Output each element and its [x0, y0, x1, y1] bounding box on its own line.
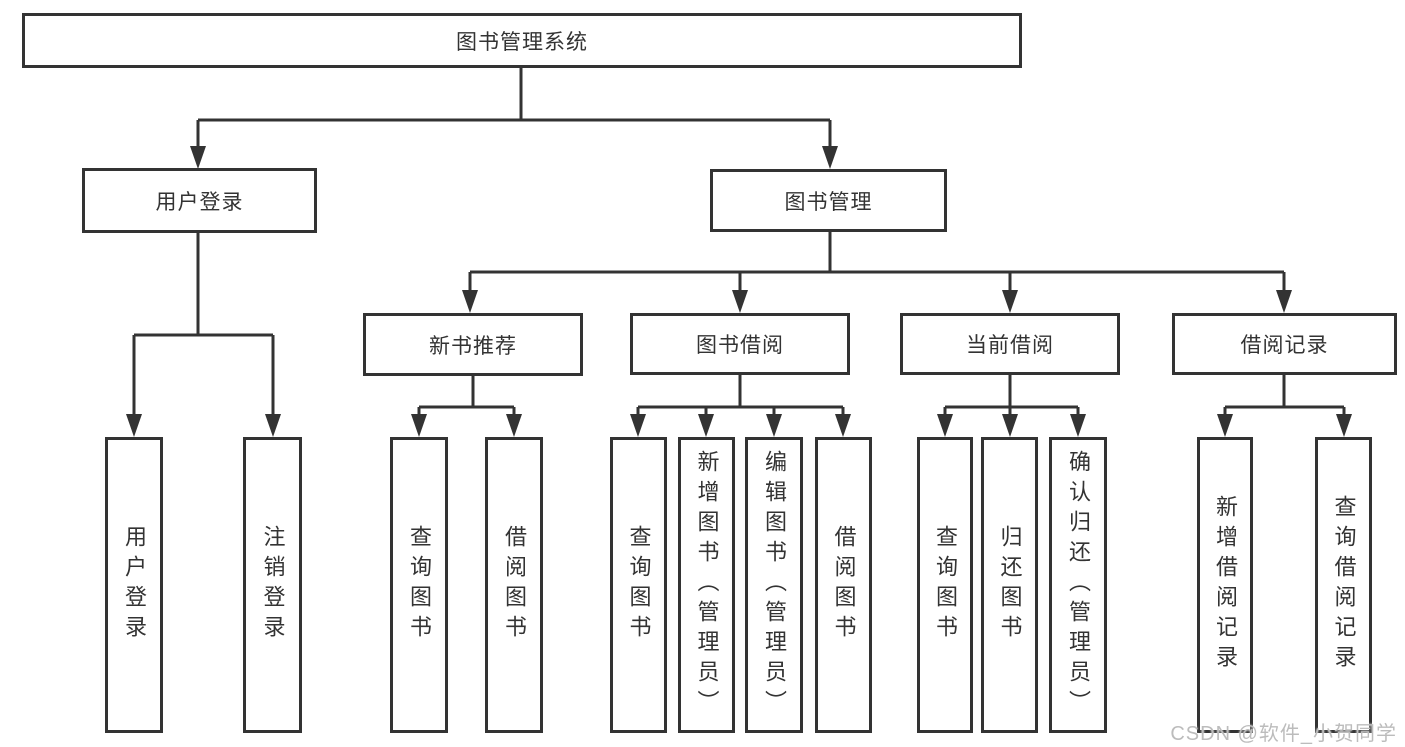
- leaf-label: 新增借阅记录: [1213, 495, 1238, 675]
- node-current-borrowing: 当前借阅: [900, 313, 1120, 375]
- node-library-management-system: 图书管理系统: [22, 13, 1022, 68]
- leaf-confirm-return-admin: 确认归还（管理员）: [1049, 437, 1107, 733]
- leaf-return-books: 归还图书: [981, 437, 1038, 733]
- leaf-label: 确认归还（管理员）: [1066, 450, 1091, 720]
- leaf-query-books: 查询图书: [610, 437, 667, 733]
- csdn-watermark: CSDN @软件_小贺同学: [1170, 723, 1397, 745]
- node-label: 借阅记录: [1240, 334, 1329, 357]
- leaf-label: 查询借阅记录: [1331, 495, 1357, 675]
- leaf-label: 归还图书: [997, 525, 1023, 645]
- arrowhead-icons: [126, 146, 1352, 437]
- leaf-label: 借阅图书: [831, 525, 857, 645]
- leaf-user-login: 用户登录: [105, 437, 163, 733]
- leaf-add-books-admin: 新增图书（管理员）: [678, 437, 735, 733]
- node-label: 图书管理系统: [456, 30, 588, 54]
- leaf-borrow-books: 借阅图书: [815, 437, 872, 733]
- leaf-label: 用户登录: [122, 525, 147, 645]
- node-label: 图书管理: [784, 190, 873, 214]
- node-new-book-recommendation: 新书推荐: [363, 313, 583, 376]
- leaf-query-borrow-record: 查询借阅记录: [1315, 437, 1372, 733]
- leaf-query-books: 查询图书: [390, 437, 448, 733]
- leaf-label: 查询图书: [407, 525, 432, 645]
- leaf-label: 查询图书: [933, 525, 958, 645]
- node-book-borrowing: 图书借阅: [630, 313, 850, 375]
- node-book-management: 图书管理: [710, 169, 947, 232]
- leaf-label: 借阅图书: [502, 525, 527, 645]
- node-label: 图书借阅: [696, 334, 784, 357]
- node-label: 新书推荐: [429, 334, 517, 358]
- leaf-add-borrow-record: 新增借阅记录: [1197, 437, 1253, 733]
- leaf-edit-books-admin: 编辑图书（管理员）: [745, 437, 803, 733]
- node-label: 当前借阅: [966, 334, 1054, 357]
- leaf-borrow-books: 借阅图书: [485, 437, 543, 733]
- node-label: 用户登录: [155, 190, 244, 214]
- leaf-label: 编辑图书（管理员）: [762, 450, 787, 720]
- leaf-logout: 注销登录: [243, 437, 302, 733]
- leaf-label: 查询图书: [626, 525, 652, 645]
- node-borrowing-records: 借阅记录: [1172, 313, 1397, 375]
- node-user-login: 用户登录: [82, 168, 317, 233]
- leaf-label: 新增图书（管理员）: [694, 450, 720, 720]
- leaf-label: 注销登录: [260, 525, 286, 645]
- leaf-query-books: 查询图书: [917, 437, 973, 733]
